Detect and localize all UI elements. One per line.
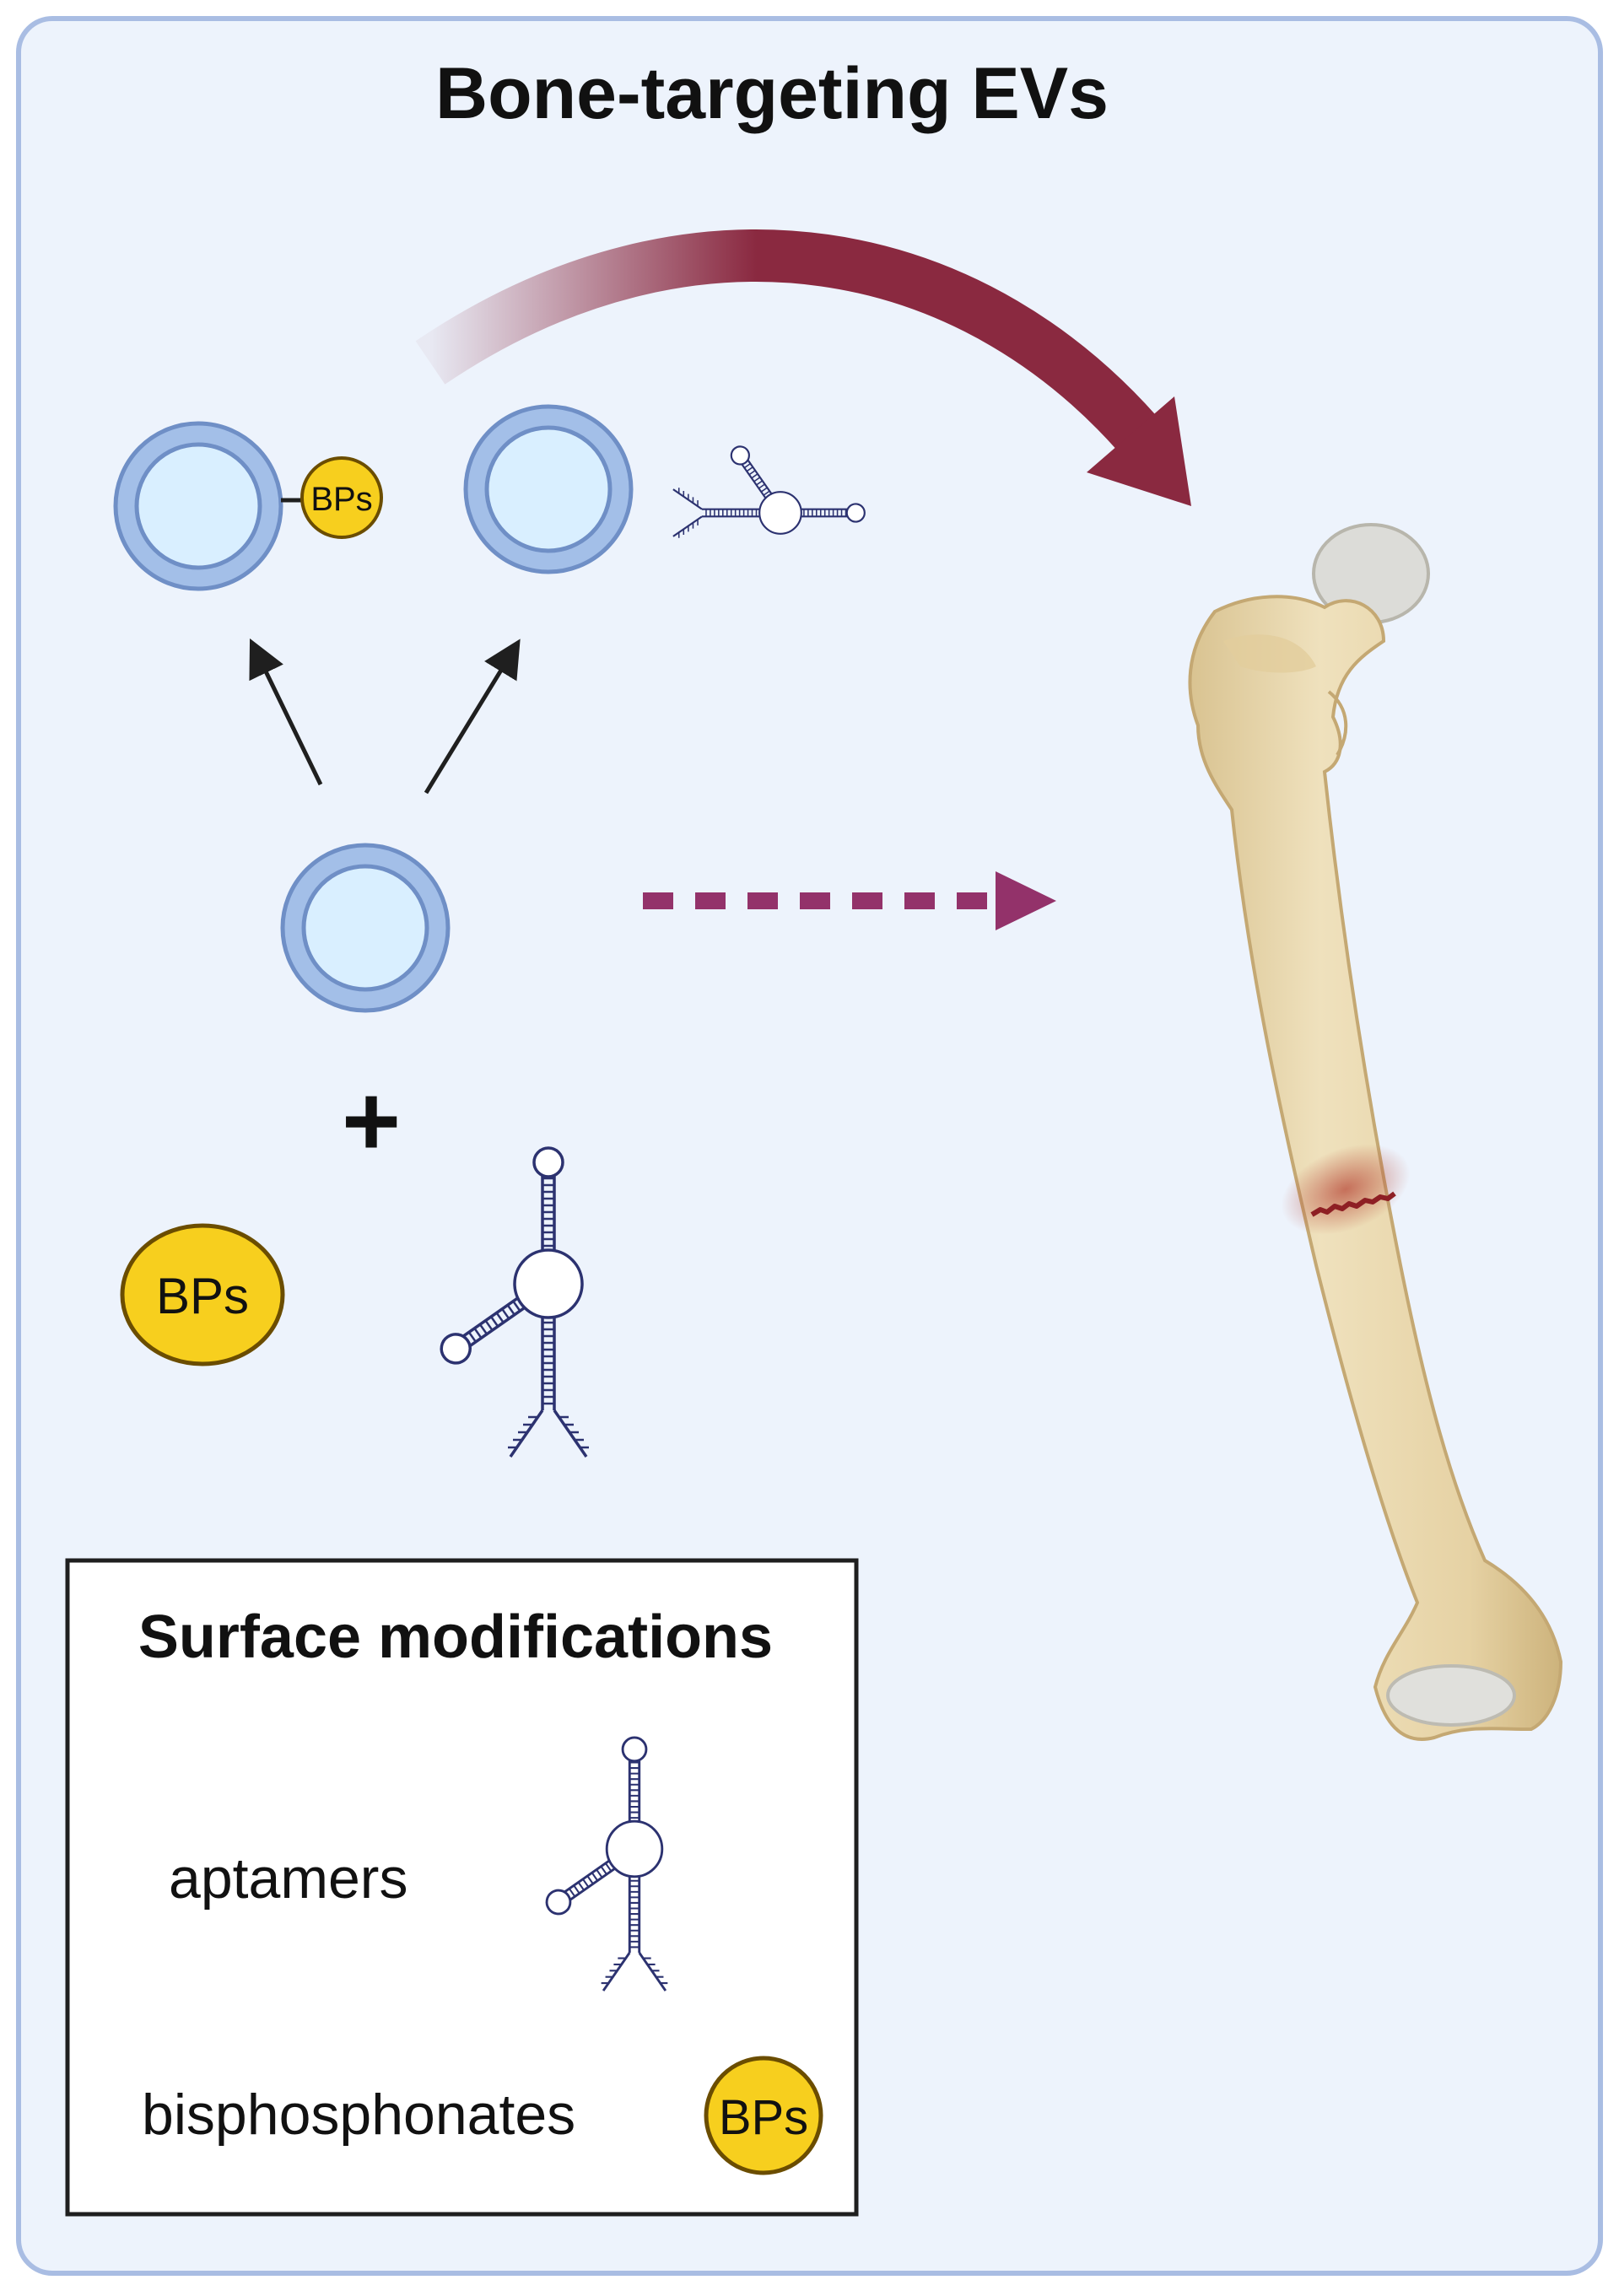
bp-label-free: BPs — [156, 1268, 249, 1324]
ev-vesicle-bp — [116, 423, 281, 589]
bp-marker-small: BPs — [300, 456, 383, 539]
bp-label-legend: BPs — [719, 2090, 808, 2145]
legend-title: Surface modifications — [138, 1603, 773, 1671]
femur-bone — [1188, 523, 1563, 1741]
bisphosphonate-icon: BPs — [704, 2056, 823, 2175]
legend-box: Surface modifications aptamers bisphosph… — [65, 1558, 859, 2217]
ev-vesicle-aptamer — [466, 407, 631, 572]
ev-unmodified — [283, 845, 448, 1011]
arrow-to-aptamer-ev — [424, 639, 521, 795]
plus-sign: + — [342, 1064, 401, 1178]
fracture-line — [1310, 1191, 1396, 1217]
dashed-arrow — [643, 871, 1056, 930]
legend-label-aptamers: aptamers — [169, 1846, 407, 1911]
femoral-condyle — [1386, 1664, 1516, 1727]
bp-marker-free: BPs — [120, 1223, 285, 1366]
bp-label-small: BPs — [310, 481, 372, 518]
ev-bp-modified: BPs — [116, 423, 383, 589]
targeting-arrow — [415, 229, 1191, 506]
diagram-title: Bone-targeting EVs — [435, 53, 1109, 134]
legend-label-bisphosphonates: bisphosphonates — [142, 2083, 575, 2147]
arrow-to-bp-ev — [249, 638, 323, 786]
